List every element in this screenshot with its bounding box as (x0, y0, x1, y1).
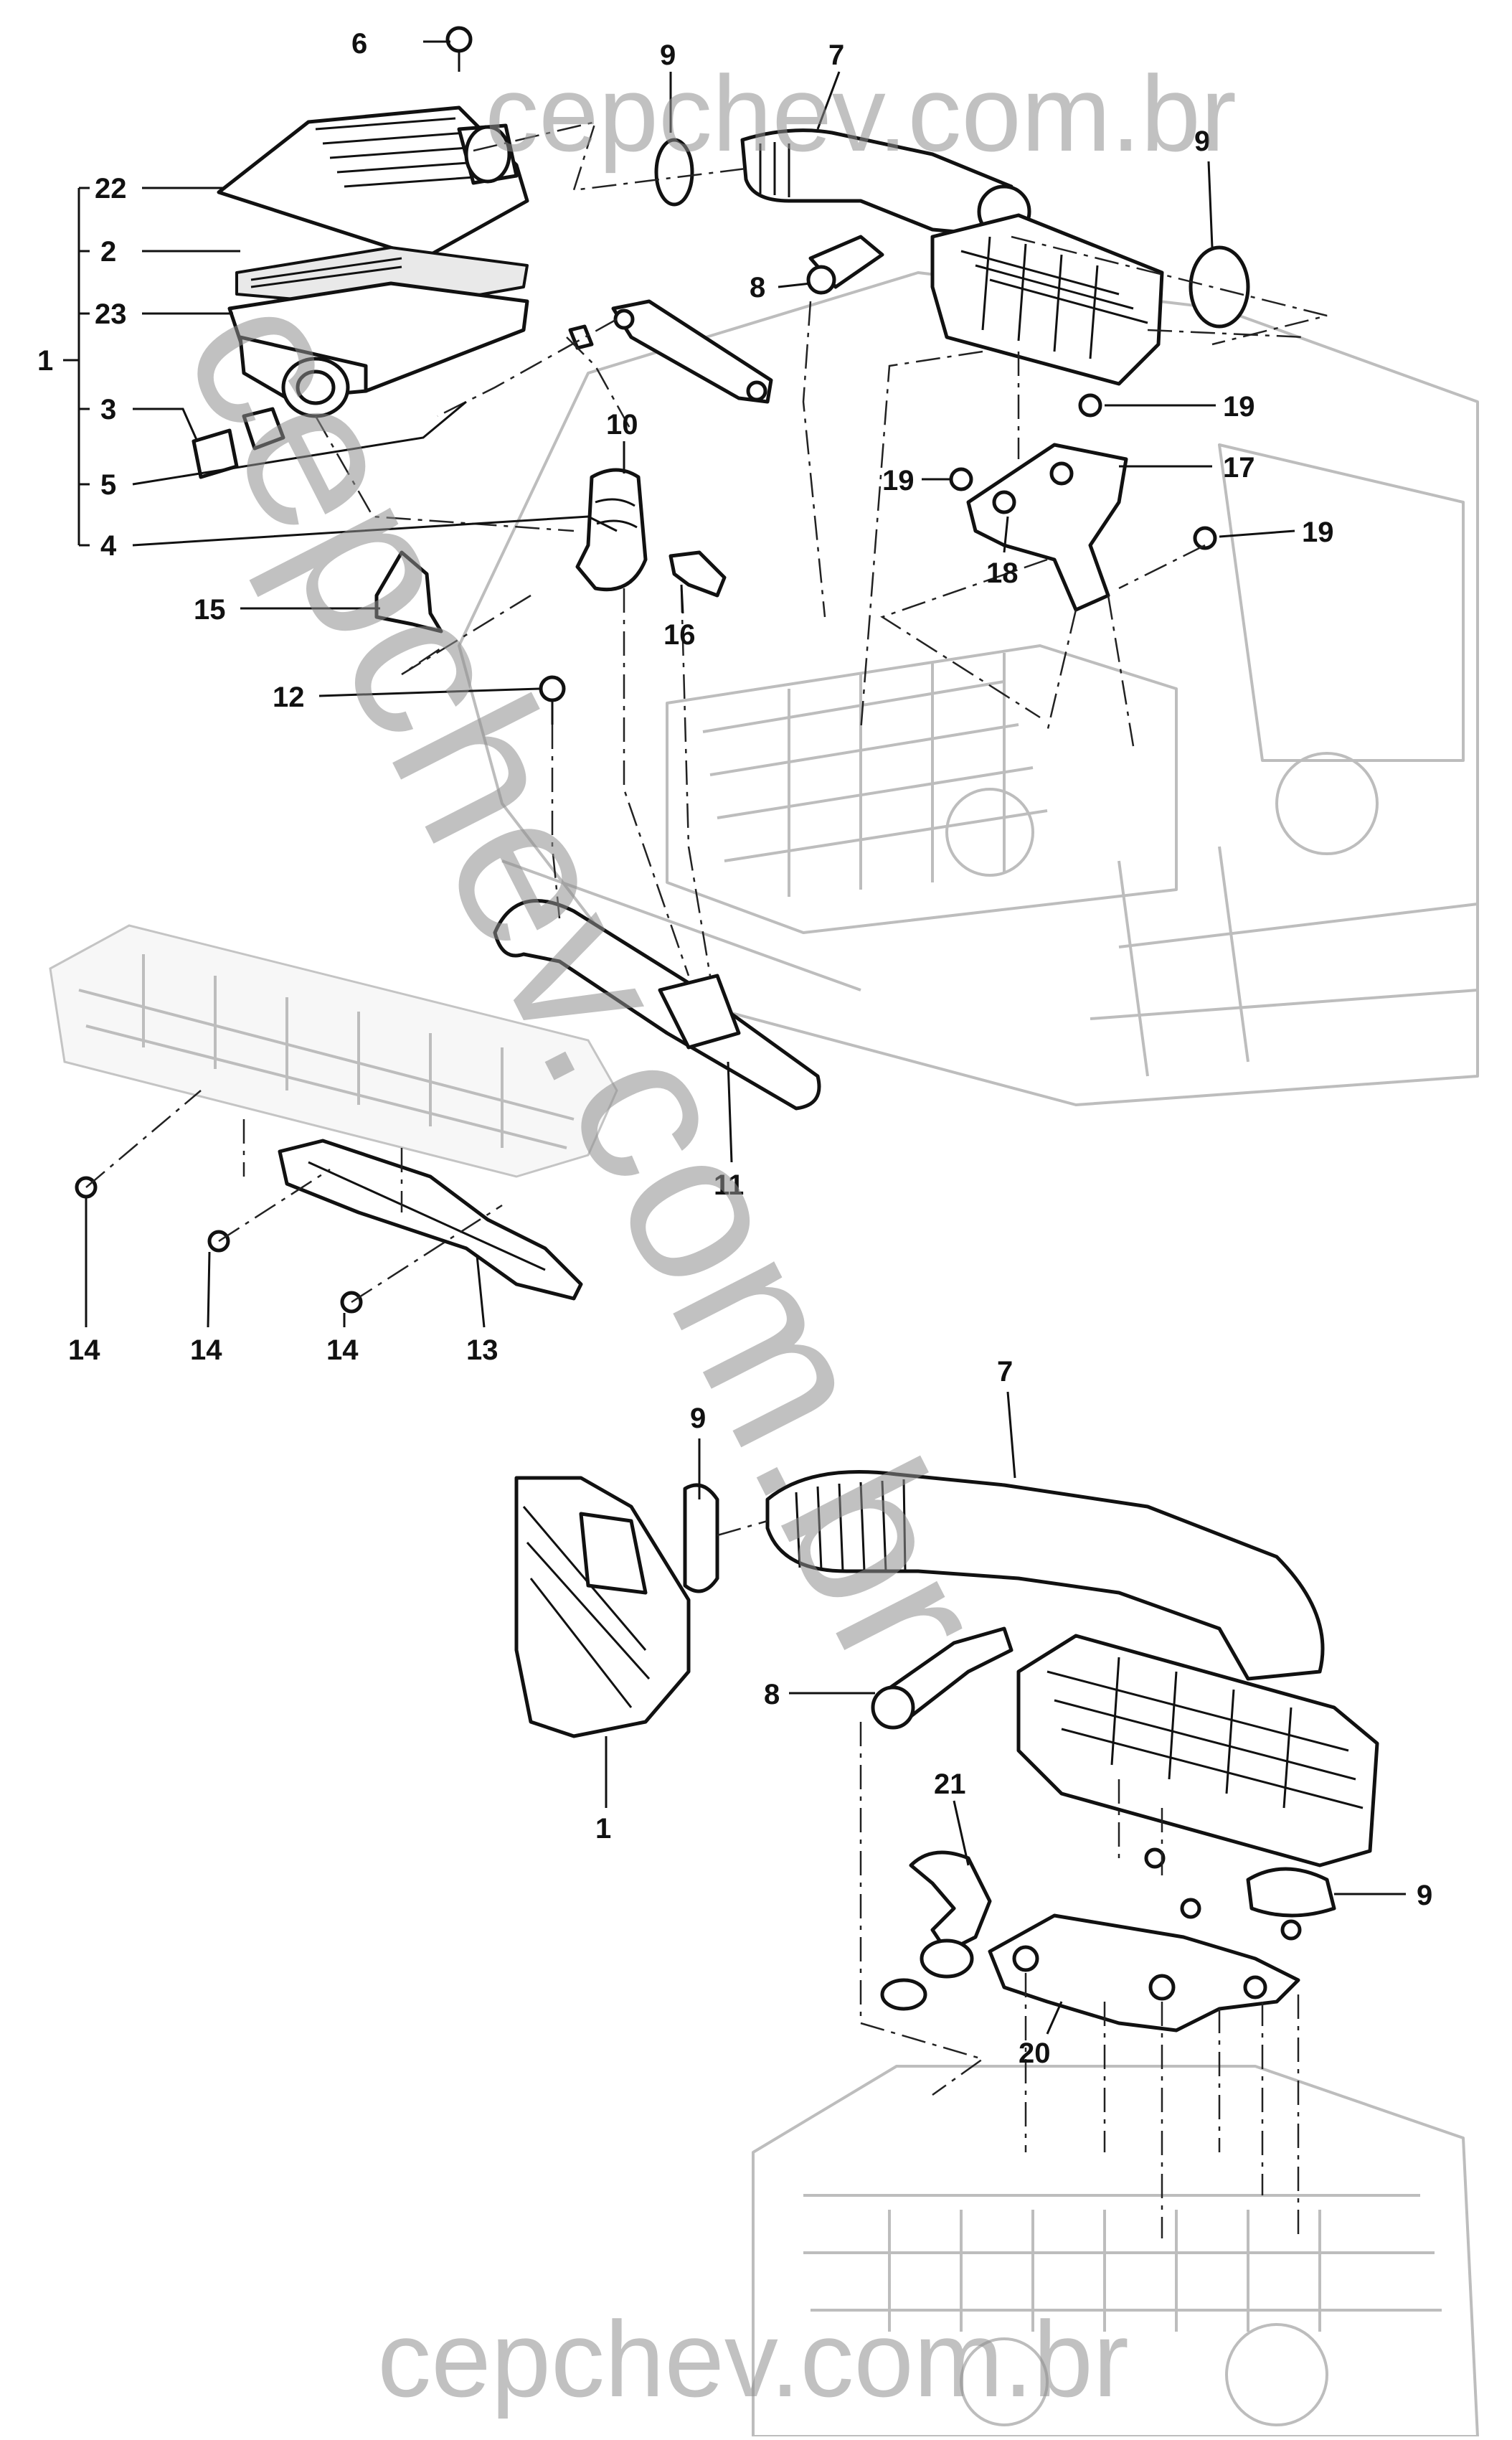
clamp-9-top-left (654, 138, 694, 207)
assembly-lines (85, 121, 1328, 2238)
callout-2: 2 (100, 236, 116, 268)
callout-4: 4 (100, 530, 117, 562)
callout-14-left: 14 (68, 1334, 100, 1366)
callout-23: 23 (95, 298, 127, 330)
callout-1-top: 1 (37, 345, 53, 377)
callout-11: 11 (714, 1169, 744, 1201)
clip-16 (668, 550, 727, 598)
callout-1-bottom: 1 (595, 1813, 611, 1845)
resonator-bottom (1016, 1634, 1379, 1867)
screw-6 (445, 26, 473, 72)
callout-19-left: 19 (882, 465, 915, 496)
callout-22: 22 (95, 173, 127, 204)
callout-10: 10 (606, 409, 638, 441)
callout-19-right: 19 (1302, 517, 1334, 548)
bracket-20 (988, 1847, 1302, 2032)
engine-bay-background (49, 271, 1479, 1178)
leader-lines (63, 40, 1406, 2035)
watermark-top: cepchev.com.br (485, 53, 1237, 174)
callout-12: 12 (273, 682, 305, 713)
callout-9-bottom-right: 9 (1417, 1880, 1432, 1911)
callout-14-middle: 14 (190, 1334, 222, 1366)
clamp-9-bottom-left (683, 1483, 719, 1593)
callout-17: 17 (1223, 452, 1255, 484)
callout-19-upper: 19 (1223, 391, 1255, 423)
callout-13: 13 (466, 1334, 499, 1366)
callout-8-top: 8 (750, 272, 765, 303)
callout-15: 15 (194, 594, 226, 626)
housing-bracket (568, 299, 773, 404)
clamp-9-top-right (1189, 245, 1250, 329)
callout-9-top-left: 9 (660, 39, 676, 71)
callout-3: 3 (100, 394, 116, 425)
bolts-19 (949, 393, 1217, 550)
hose-8-bottom (871, 1626, 1013, 1730)
deflector-panel-13 (278, 1139, 583, 1301)
callout-20: 20 (1019, 2038, 1051, 2069)
intake-duct-7-bottom (765, 1470, 1325, 1681)
callout-18: 18 (986, 557, 1019, 589)
callout-21: 21 (934, 1768, 966, 1800)
hose-21 (880, 1850, 992, 2011)
callout-8-bottom: 8 (764, 1679, 780, 1710)
air-cleaner-cover (217, 105, 529, 257)
intake-hose-11 (493, 899, 821, 1111)
air-cleaner-housing (227, 281, 529, 418)
callout-7-bottom: 7 (997, 1356, 1013, 1388)
intake-duct-10 (575, 468, 648, 592)
callout-6: 6 (351, 28, 367, 60)
callout-9-bottom-left: 9 (690, 1403, 706, 1434)
resonator-top (930, 213, 1164, 386)
callout-5: 5 (100, 469, 116, 501)
callout-14-right: 14 (326, 1334, 359, 1366)
hose-8-top (806, 235, 884, 295)
watermarks: cepchev.com.br cepchev.com.br cepchev.co… (138, 53, 1237, 2419)
callout-7-top: 7 (828, 39, 844, 71)
watermark-bottom: cepchev.com.br (377, 2299, 1129, 2419)
clamp-9-bottom-right (1246, 1867, 1336, 1918)
air-cleaner-side-view (514, 1476, 691, 1738)
screw-12 (539, 675, 566, 725)
callout-16: 16 (663, 619, 696, 651)
bracket-15 (374, 550, 443, 633)
callout-labels: 6 9 7 9 22 2 23 1 3 5 4 8 10 19 19 17 19… (37, 28, 1432, 2069)
sensor-grommet (192, 407, 285, 479)
callout-9-top-right: 9 (1194, 126, 1210, 157)
